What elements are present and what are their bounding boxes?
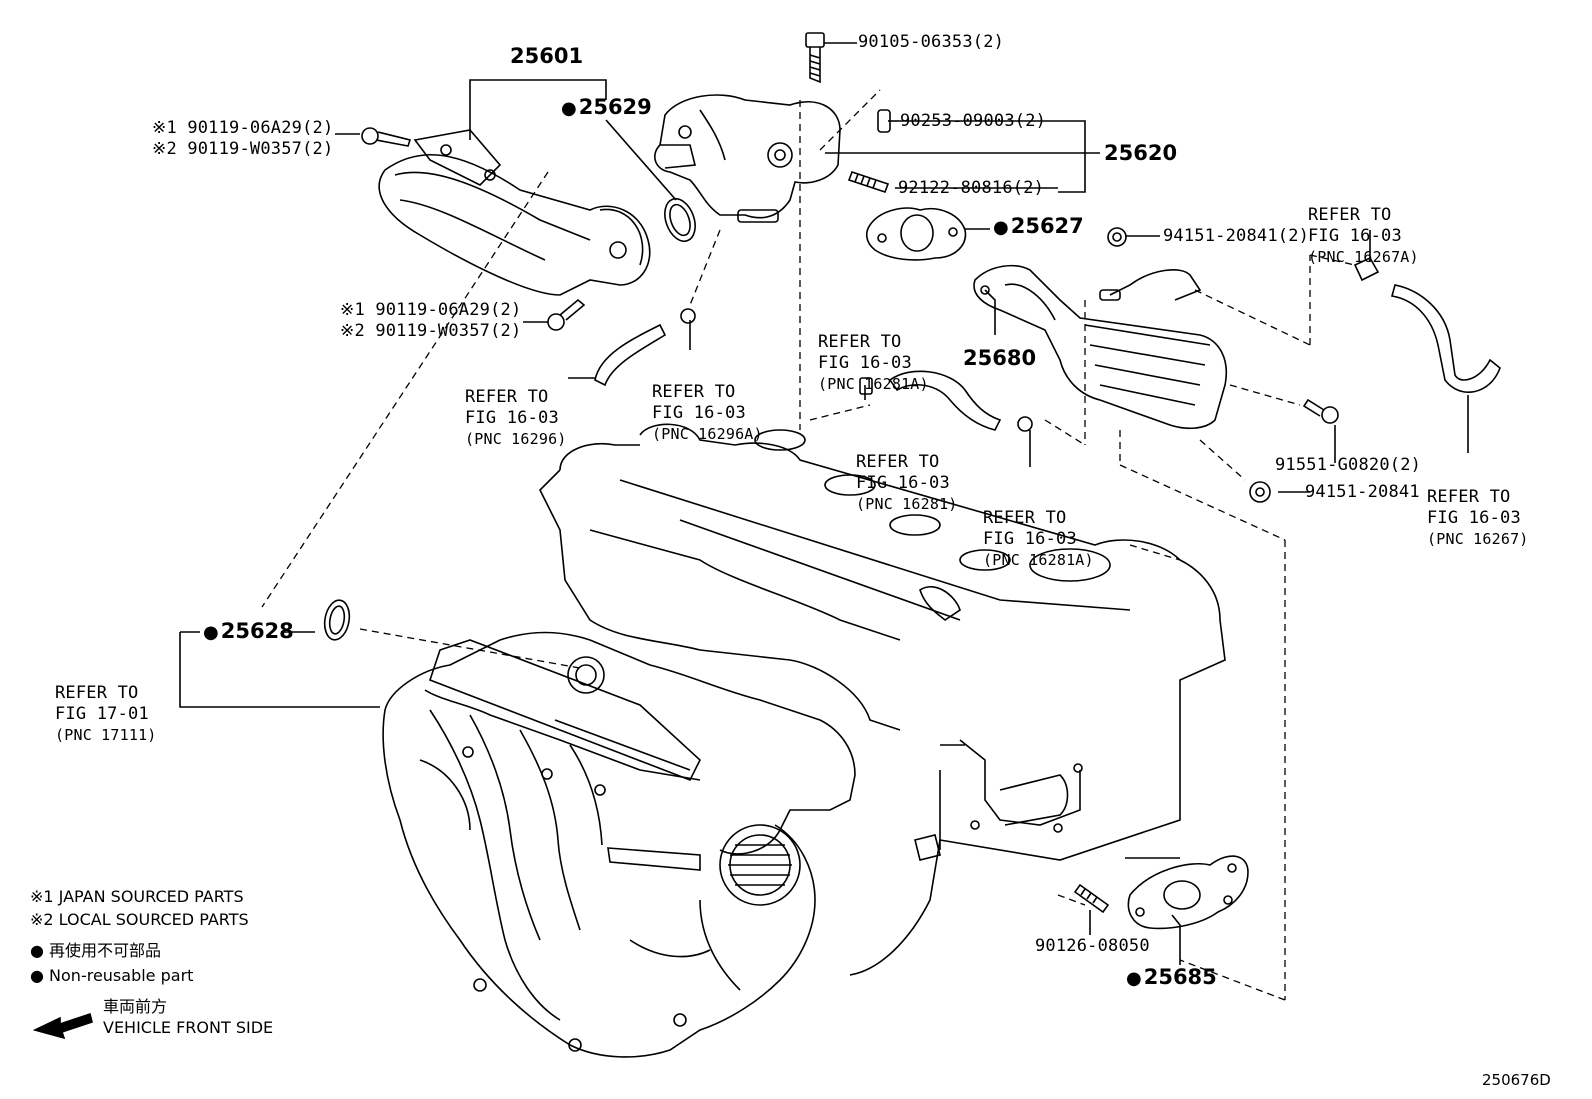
legend-nonreusable-jp: ● 再使用不可部品	[30, 941, 162, 960]
gasket-25685	[1127, 855, 1249, 930]
front-side-jp: 車両前方	[103, 997, 168, 1016]
engine-cylinder-head	[539, 423, 1226, 976]
bolt-upper-local-label[interactable]: ※2 90119-W0357(2)	[152, 139, 334, 159]
bolt-90105	[805, 32, 825, 84]
gasket-25627	[865, 207, 967, 261]
gasket-25628	[323, 599, 351, 641]
front-side-en: VEHICLE FRONT SIDE	[103, 1018, 274, 1037]
bolt-upper-japan-label[interactable]: ※1 90119-06A29(2)	[152, 118, 334, 138]
part-25601-label[interactable]: 25601	[510, 44, 584, 68]
part-94151-bottom-label[interactable]: 94151-20841	[1305, 482, 1420, 502]
part-90126-label[interactable]: 90126-08050	[1035, 936, 1150, 956]
vehicle-front-arrow	[32, 1012, 93, 1040]
egr-cooler-25680	[973, 264, 1227, 430]
stud-90126	[1073, 883, 1110, 914]
bolt-lower-local-label[interactable]: ※2 90119-W0357(2)	[340, 321, 522, 341]
part-92122-label[interactable]: 92122-80816(2)	[898, 178, 1045, 198]
part-90253-label[interactable]: 90253-09003(2)	[900, 111, 1047, 131]
part-25629-label[interactable]: 25629	[561, 97, 652, 119]
stud-92122	[847, 170, 890, 194]
gasket-25629	[664, 197, 696, 243]
clamp-16267A	[1353, 256, 1380, 282]
part-25680-label[interactable]: 25680	[963, 346, 1037, 370]
pin-90253	[877, 109, 891, 133]
bolt-90119-upper	[361, 127, 412, 147]
part-25620-label[interactable]: 25620	[1104, 141, 1178, 165]
bullet-icon: ●	[30, 941, 50, 960]
clamp-16281A	[859, 377, 1033, 432]
hose-16267	[1390, 284, 1501, 393]
legend-nonreusable-en: ● Non-reusable part	[30, 966, 194, 985]
part-94151-top-label[interactable]: 94151-20841(2)	[1163, 226, 1310, 246]
part-90105-label[interactable]: 90105-06353(2)	[858, 32, 1005, 52]
bolt-lower-japan-label[interactable]: ※1 90119-06A29(2)	[340, 300, 522, 320]
bolt-91551	[1302, 398, 1339, 424]
hose-16296	[594, 323, 667, 387]
clamp-16296A	[680, 308, 696, 324]
part-25628-label[interactable]: 25628	[203, 621, 294, 643]
bolt-90119-lower	[547, 298, 586, 331]
nut-94151-bottom	[1249, 481, 1271, 503]
part-25685-label[interactable]: 25685	[1126, 967, 1217, 989]
bullet-icon: ●	[30, 966, 50, 985]
part-25627-label[interactable]: 25627	[993, 216, 1084, 238]
intake-manifold	[382, 631, 856, 1058]
legend-japan-sourced: ※1 JAPAN SOURCED PARTS	[30, 887, 244, 906]
leader-lines	[179, 42, 1469, 965]
figure-number: 250676D	[1482, 1071, 1551, 1089]
egr-valve	[654, 94, 841, 223]
nut-94151-top	[1107, 227, 1127, 247]
egr-pipe-25601	[378, 129, 651, 296]
part-91551-label[interactable]: 91551-G0820(2)	[1275, 455, 1422, 475]
dashed-lines	[261, 89, 1356, 1001]
legend-local-sourced: ※2 LOCAL SOURCED PARTS	[30, 910, 249, 929]
hose-16281	[888, 370, 1002, 431]
